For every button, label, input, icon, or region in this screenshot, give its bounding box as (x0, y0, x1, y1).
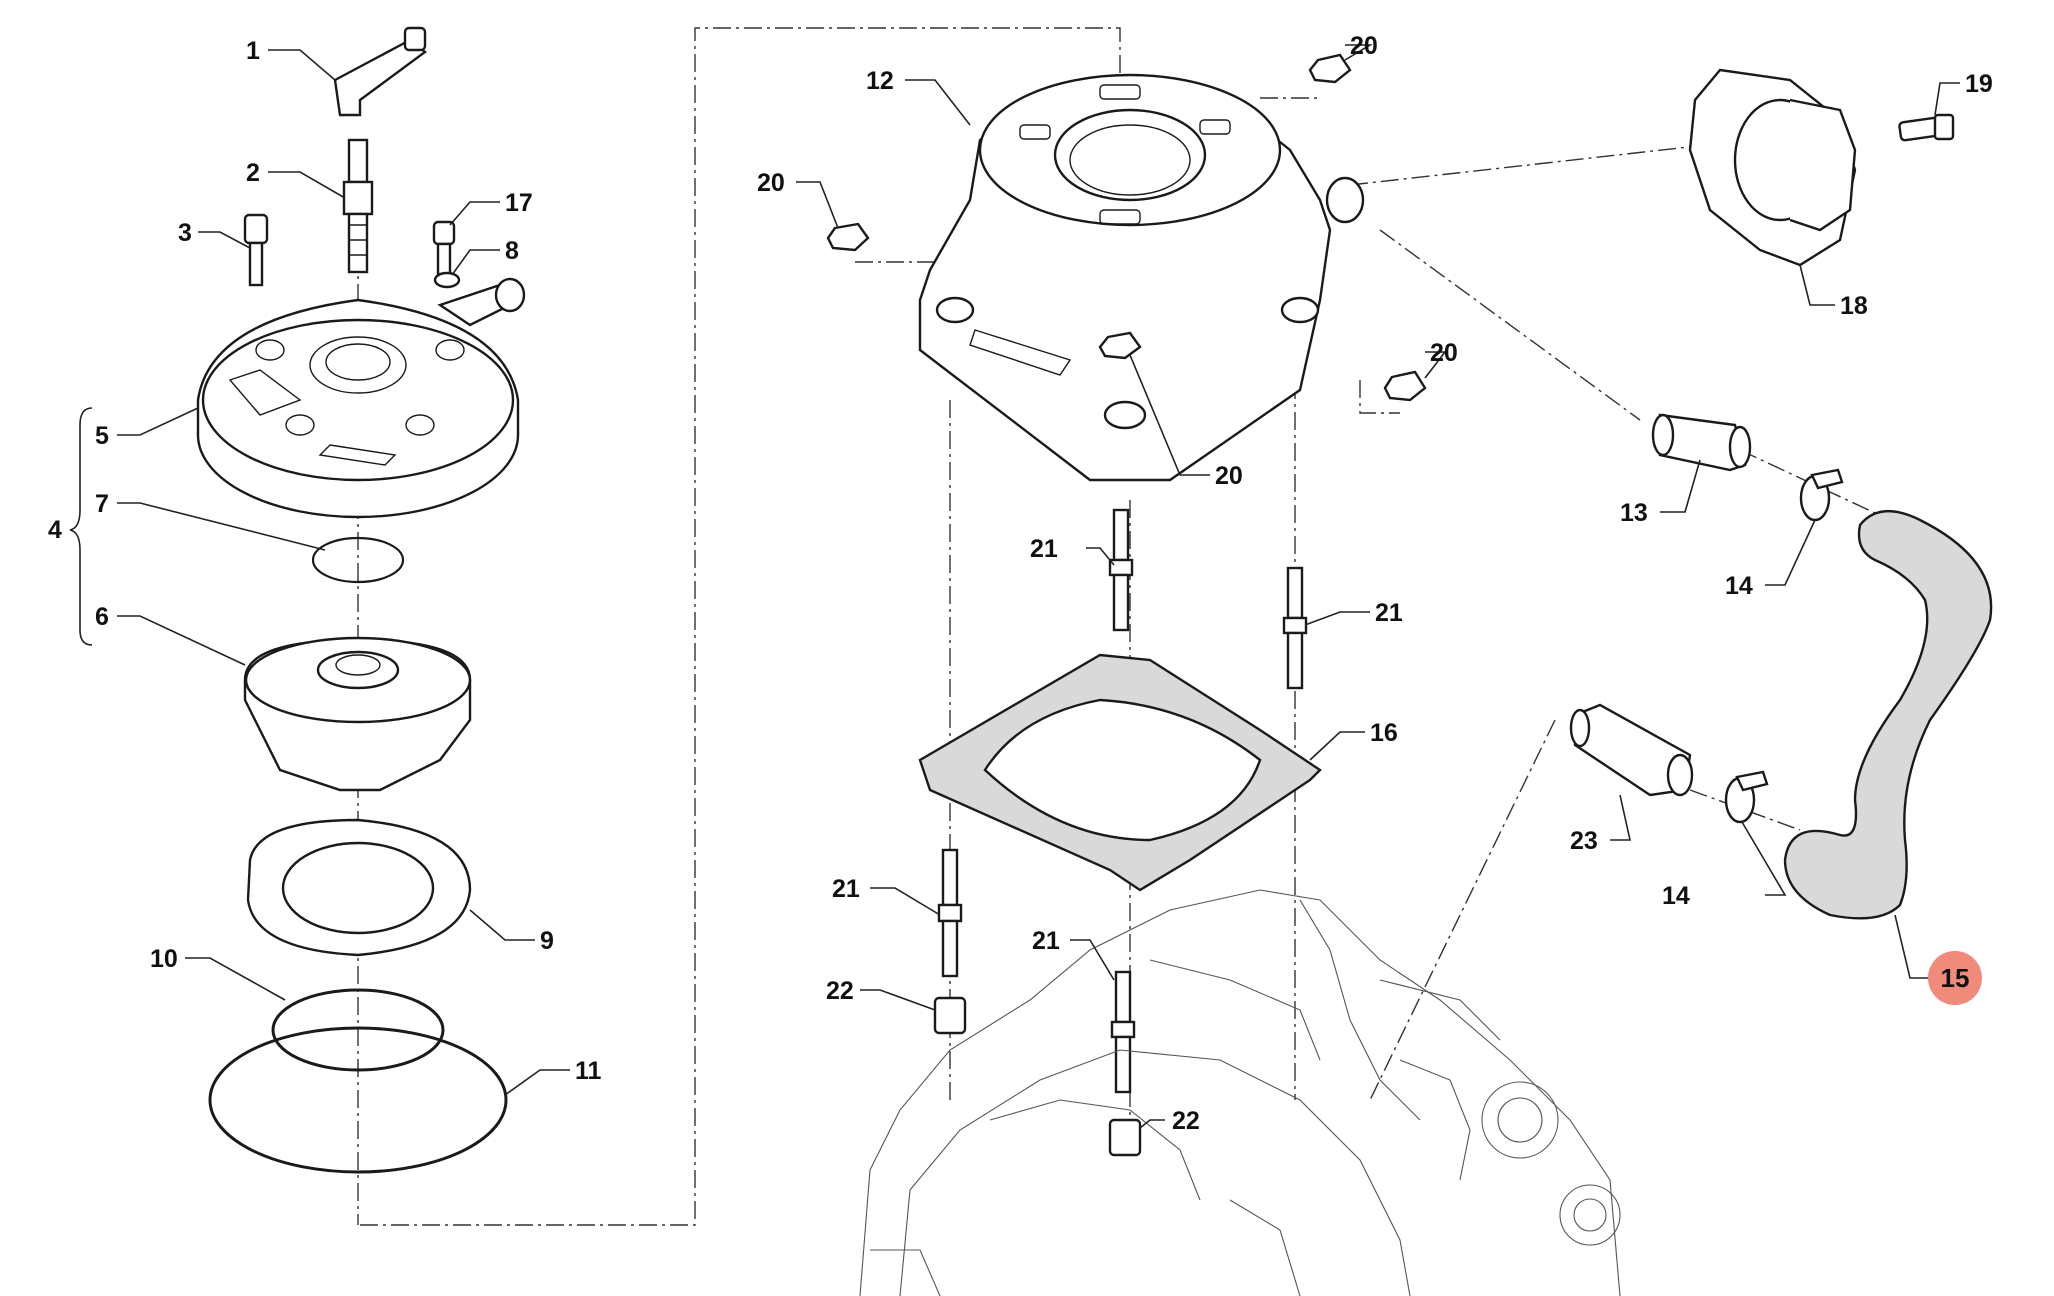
callout-label: 18 (1840, 292, 1868, 320)
callout-label: 11 (575, 1057, 602, 1085)
dowel-22-a (933, 996, 967, 1035)
nut-20-a (1308, 53, 1352, 84)
cylinder-12 (918, 73, 1365, 482)
callout-label: 7 (95, 490, 109, 518)
clamp-14-b (1724, 770, 1769, 824)
gasket-9 (246, 818, 472, 957)
bolt-19 (1898, 113, 1955, 142)
callout-label: 21 (1032, 927, 1060, 955)
clamp-14-a (1799, 468, 1844, 522)
stud-21-a (1108, 508, 1134, 632)
callout-label: 10 (150, 945, 178, 973)
stud-21-b (1282, 566, 1308, 690)
bracket-4 (69, 407, 93, 646)
fitting-23 (1569, 703, 1694, 797)
hose-15 (1783, 509, 1993, 920)
highlighted-label[interactable]: 15 (1941, 963, 1970, 993)
callout-label: 12 (866, 67, 894, 95)
callout-label: 23 (1570, 827, 1598, 855)
spark-plug (342, 138, 374, 274)
callout-label: 22 (826, 977, 854, 1005)
callout-label: 13 (1620, 499, 1648, 527)
callout-label: 14 (1725, 572, 1753, 600)
callout-label: 17 (505, 189, 533, 217)
o-ring-11 (208, 1026, 508, 1174)
callout-label: 21 (1375, 599, 1403, 627)
o-ring-7 (311, 536, 405, 584)
leader-lines (117, 44, 1960, 1129)
combustion-insert-6 (243, 636, 472, 792)
callout-label: 22 (1172, 1107, 1200, 1135)
callout-label: 3 (178, 219, 192, 247)
callout-label: 14 (1662, 882, 1690, 910)
callout-label: 9 (540, 927, 554, 955)
crankcase-outline (859, 889, 1621, 1296)
callout-label: 5 (95, 422, 109, 450)
callout-label: 1 (246, 37, 260, 65)
callout-label: 20 (1350, 32, 1378, 60)
callout-label: 8 (505, 237, 519, 265)
highlight-marker[interactable] (1928, 951, 1982, 1005)
stud-21-c (937, 848, 963, 978)
highlighted-callout[interactable]: 15 (1928, 951, 1982, 1005)
fitting-13 (1651, 413, 1752, 472)
callout-label: 4 (48, 516, 62, 544)
callout-label: 16 (1370, 719, 1398, 747)
callout-label: 6 (95, 603, 109, 631)
callout-label: 2 (246, 159, 260, 187)
cylinder-head (196, 277, 526, 519)
callout-label: 20 (1215, 462, 1243, 490)
nut-20-c (1383, 370, 1427, 402)
head-bolt-3 (243, 213, 269, 287)
gasket-16 (918, 653, 1322, 892)
o-ring-10 (271, 988, 445, 1072)
nut-20-b (826, 222, 870, 252)
callout-labels: 1 2 3 17 8 5 4 7 6 9 10 11 12 20 20 20 2… (48, 32, 1993, 1135)
callout-label: 20 (1430, 339, 1458, 367)
dowel-22-b (1108, 1118, 1142, 1157)
exhaust-flange-18 (1688, 68, 1857, 267)
head-bolt-17 (432, 220, 456, 276)
stud-21-d (1110, 970, 1136, 1094)
callout-label: 19 (1965, 70, 1993, 98)
callout-label: 20 (757, 169, 785, 197)
washer-8 (433, 271, 461, 289)
spark-plug-cap (333, 26, 427, 117)
nut-20-d (1098, 331, 1142, 360)
callout-label: 21 (832, 875, 860, 903)
callout-label: 21 (1030, 535, 1058, 563)
